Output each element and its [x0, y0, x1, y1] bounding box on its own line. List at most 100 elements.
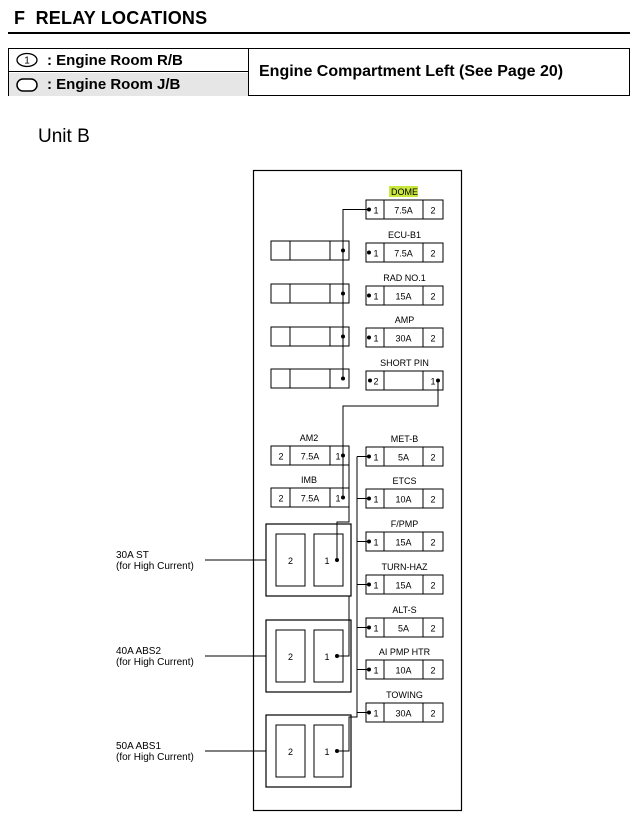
fuse-label: ALT-S: [392, 605, 416, 615]
terminal-dot: [367, 335, 371, 340]
svg-text:1: 1: [24, 56, 30, 67]
wire: [336, 452, 350, 560]
fuse-pin-left: 1: [373, 249, 378, 259]
section-title: F RELAY LOCATIONS: [14, 8, 207, 29]
empty-relay-slot: [270, 368, 350, 389]
fuse-pin-right: 2: [430, 453, 435, 463]
fuse-pin-left: 1: [373, 453, 378, 463]
fuse-amp: 15A: [395, 581, 411, 591]
fuse-amp: 10A: [395, 666, 411, 676]
numbered-circle-icon: 1: [15, 52, 39, 68]
fuse-pin-left: 1: [373, 709, 378, 719]
relay-pin-left: 2: [288, 556, 293, 566]
relay-terminal: [275, 533, 306, 587]
relay-pin-left: 2: [288, 652, 293, 662]
fuse-pin-right: 2: [430, 292, 435, 302]
fuse-label: AI PMP HTR: [379, 647, 431, 657]
fuse-pin-left: 1: [373, 495, 378, 505]
legend-label-jb: : Engine Room J/B: [47, 76, 181, 93]
fuse-label: ECU-B1: [388, 230, 421, 240]
relay-label: 40A ABS2: [116, 646, 161, 657]
fuse-label: IMB: [301, 475, 317, 485]
empty-relay-slot: [270, 326, 350, 347]
fuse-pin-right: 2: [430, 206, 435, 216]
fuse-label: MET-B: [391, 434, 419, 444]
fuse-label: TOWING: [386, 690, 423, 700]
empty-relay-slot: [270, 240, 350, 261]
fuse-amp: 15A: [395, 292, 411, 302]
fuse-label: F/PMP: [391, 519, 419, 529]
relay-label: 50A ABS1: [116, 741, 161, 752]
fuse-amp: 7.5A: [394, 249, 413, 259]
relay-pin-right: 1: [324, 747, 329, 757]
block-outline: [252, 169, 463, 812]
fuse-pin-right: 2: [430, 334, 435, 344]
fuse-amp: 5A: [398, 453, 409, 463]
fuse-pin-left: 1: [373, 624, 378, 634]
relay-pin-left: 2: [288, 747, 293, 757]
fuse-pin-left: 1: [373, 292, 378, 302]
fuse-pin-left: 2: [373, 377, 378, 387]
terminal-dot: [367, 293, 371, 298]
fuse-amp: 10A: [395, 495, 411, 505]
fuse-pin-right: 1: [335, 452, 340, 462]
relay-pin-right: 1: [324, 652, 329, 662]
fuse-label: AM2: [300, 433, 319, 443]
fuse-amp: 7.5A: [301, 494, 320, 504]
fuse-pin-left: 2: [278, 452, 283, 462]
fuse-pin-left: 2: [278, 494, 283, 504]
fuse-box: [365, 327, 444, 348]
unit-title: Unit B: [38, 126, 90, 147]
legend-location: Engine Compartment Left (See Page 20): [248, 49, 629, 95]
relay-note: (for High Current): [116, 561, 194, 572]
fuse-pin-left: 1: [373, 334, 378, 344]
section-heading: RELAY LOCATIONS: [35, 8, 208, 28]
fuse-label: SHORT PIN: [380, 358, 429, 368]
fuse-label: DOME: [391, 187, 418, 197]
fuse-amp: 30A: [395, 334, 411, 344]
legend-table: 1 : Engine Room R/B : Engine Room J/B En…: [8, 48, 630, 96]
fuse-box: [365, 242, 444, 263]
fuse-label: RAD NO.1: [383, 273, 426, 283]
fuse-box: [365, 370, 444, 391]
oval-icon: [15, 77, 39, 93]
fuse-pin-left: 1: [373, 538, 378, 548]
fuse-amp: 5A: [398, 624, 409, 634]
fuse-amp: 30A: [395, 709, 411, 719]
fuse-pin-right: 2: [430, 249, 435, 259]
relay-pin-right: 1: [324, 556, 329, 566]
fuse-label: TURN-HAZ: [382, 562, 428, 572]
fuse-pin-right: 2: [430, 538, 435, 548]
fuse-pin-right: 1: [335, 494, 340, 504]
fuse-box: [365, 285, 444, 306]
fuse-pin-right: 2: [430, 624, 435, 634]
relay-terminal: [275, 724, 306, 778]
fuse-amp: 7.5A: [394, 206, 413, 216]
fuse-pin-right: 2: [430, 666, 435, 676]
wire: [337, 596, 350, 657]
fuse-pin-left: 1: [373, 581, 378, 591]
relay-terminal: [275, 629, 306, 683]
terminal-dot: [367, 250, 371, 255]
empty-relay-slot: [270, 283, 350, 304]
fuse-pin-right: 2: [430, 495, 435, 505]
relay-label: 30A ST: [116, 550, 149, 561]
wire: [342, 380, 439, 498]
fuse-pin-right: 1: [430, 377, 435, 387]
title-rule: [8, 32, 630, 34]
fuse-pin-right: 2: [430, 709, 435, 719]
label-highlight: [389, 186, 418, 197]
legend-label-rb: : Engine Room R/B: [47, 51, 183, 69]
relay-note: (for High Current): [116, 752, 194, 763]
fuse-pin-right: 2: [430, 581, 435, 591]
wire: [337, 712, 358, 752]
fuse-amp: 15A: [395, 538, 411, 548]
section-letter: F: [14, 8, 26, 28]
fuse-pin-left: 1: [373, 666, 378, 676]
terminal-dot: [368, 378, 372, 383]
legend-row-junction-block: : Engine Room J/B: [9, 73, 248, 96]
fuse-pin-left: 1: [373, 206, 378, 216]
fuse-amp: 7.5A: [301, 452, 320, 462]
relay-note: (for High Current): [116, 657, 194, 668]
